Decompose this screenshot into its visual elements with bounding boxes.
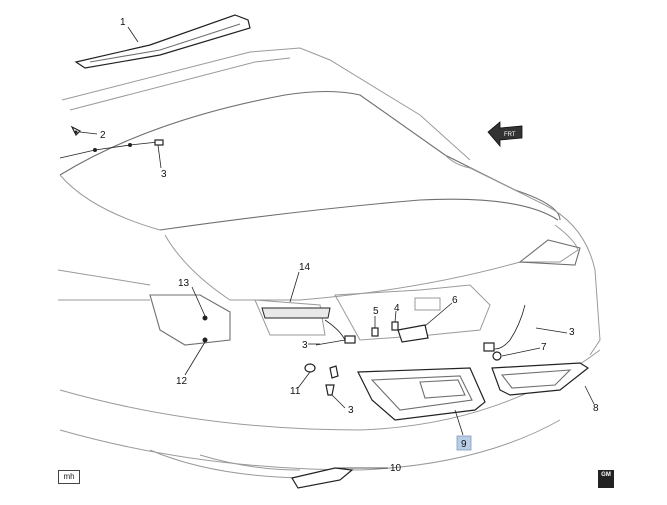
reflector-10 <box>291 467 354 489</box>
callout-9-highlight <box>456 435 472 451</box>
wiring-harness-right <box>483 304 526 352</box>
lamp-nut-12 <box>202 337 208 343</box>
callout-6: 6 <box>452 295 458 306</box>
callout-8: 8 <box>593 403 599 414</box>
gm-logo: GM <box>598 470 614 488</box>
lamp-bolt-13 <box>202 315 208 321</box>
callout-14: 14 <box>299 262 311 273</box>
connector-near-11 <box>329 365 339 379</box>
high-mount-stop-lamp <box>74 14 251 69</box>
callout-3c: 3 <box>569 327 575 338</box>
fastener-4 <box>391 321 399 331</box>
fastener-5 <box>371 327 379 337</box>
tail-lamp-9 <box>357 367 486 421</box>
callout-1: 1 <box>120 17 126 28</box>
callout-12: 12 <box>176 376 188 387</box>
callout-5: 5 <box>373 306 379 317</box>
callout-9: 9 <box>461 439 467 450</box>
tail-lamp-inner-8 <box>491 362 590 396</box>
screw-3d <box>325 384 335 396</box>
bulb-socket-7 <box>492 351 502 361</box>
callout-4: 4 <box>394 303 400 314</box>
wiring-harness-upper <box>59 139 164 159</box>
callout-11: 11 <box>290 386 301 397</box>
fastener-2 <box>70 125 82 137</box>
release-switch-6 <box>397 324 429 343</box>
trunk-lid-part <box>261 307 331 319</box>
callout-7: 7 <box>541 342 547 353</box>
illustrator-stamp: mh <box>58 470 80 484</box>
frt-label: FRT <box>504 132 516 138</box>
callout-2: 2 <box>100 130 106 141</box>
callout-13: 13 <box>178 278 190 289</box>
callout-3a: 3 <box>161 169 167 180</box>
leader-lines <box>79 26 595 469</box>
callout-3d: 3 <box>348 405 354 416</box>
wiring-connector-3b <box>324 319 356 344</box>
callout-10: 10 <box>390 463 402 474</box>
front-direction-arrow: FRT <box>487 121 523 148</box>
callout-3b: 3 <box>302 340 308 351</box>
vehicle-body-outline <box>57 47 601 479</box>
bulb-11 <box>304 363 316 373</box>
